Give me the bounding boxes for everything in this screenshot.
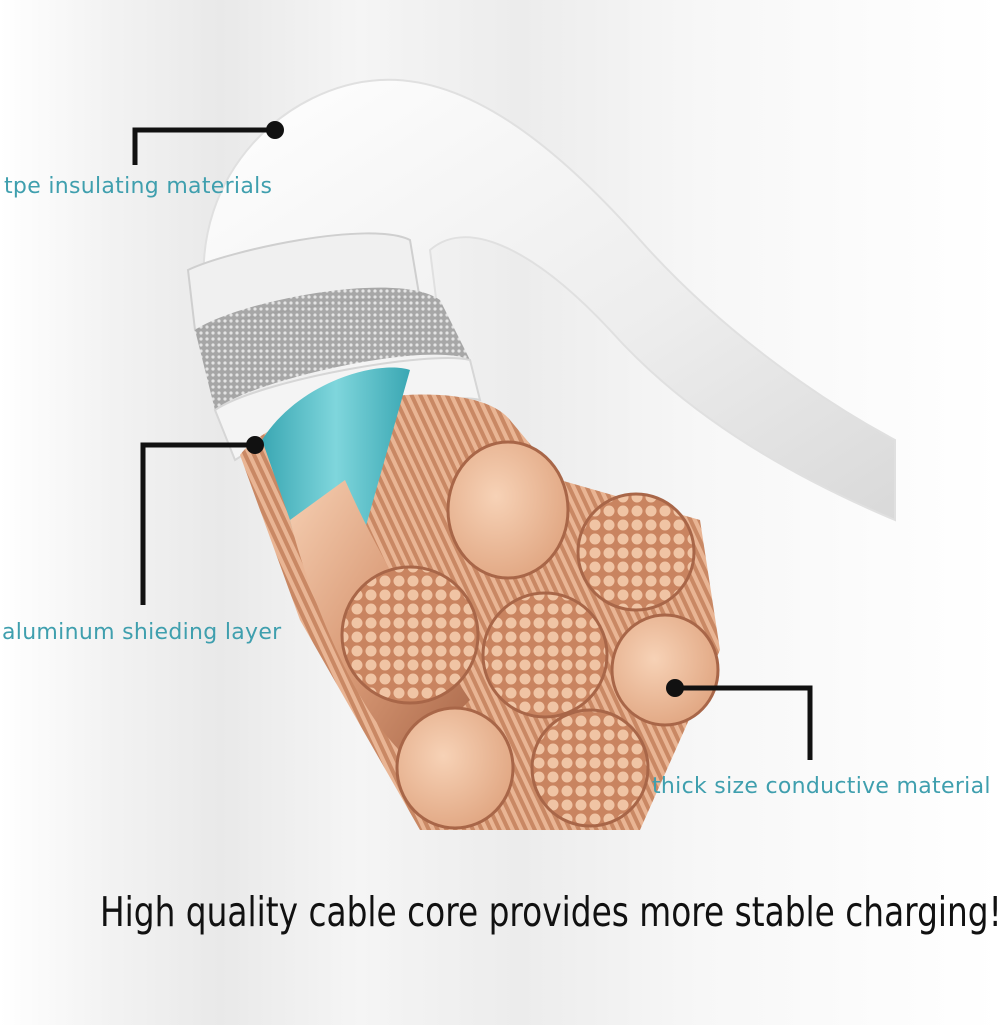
headline: High quality cable core provides more st… [100, 888, 1002, 936]
stranded-conductor-faces [340, 492, 696, 828]
insulation-label: tpe insulating materials [4, 174, 273, 199]
solid-conductor-faces [395, 440, 720, 830]
shielding-label: aluminum shieding layer [2, 620, 282, 645]
cable-jacket [186, 78, 896, 522]
conductor-label: thick size conductive material [652, 774, 991, 799]
callout-lines [132, 127, 813, 760]
callout-dots [246, 121, 684, 697]
